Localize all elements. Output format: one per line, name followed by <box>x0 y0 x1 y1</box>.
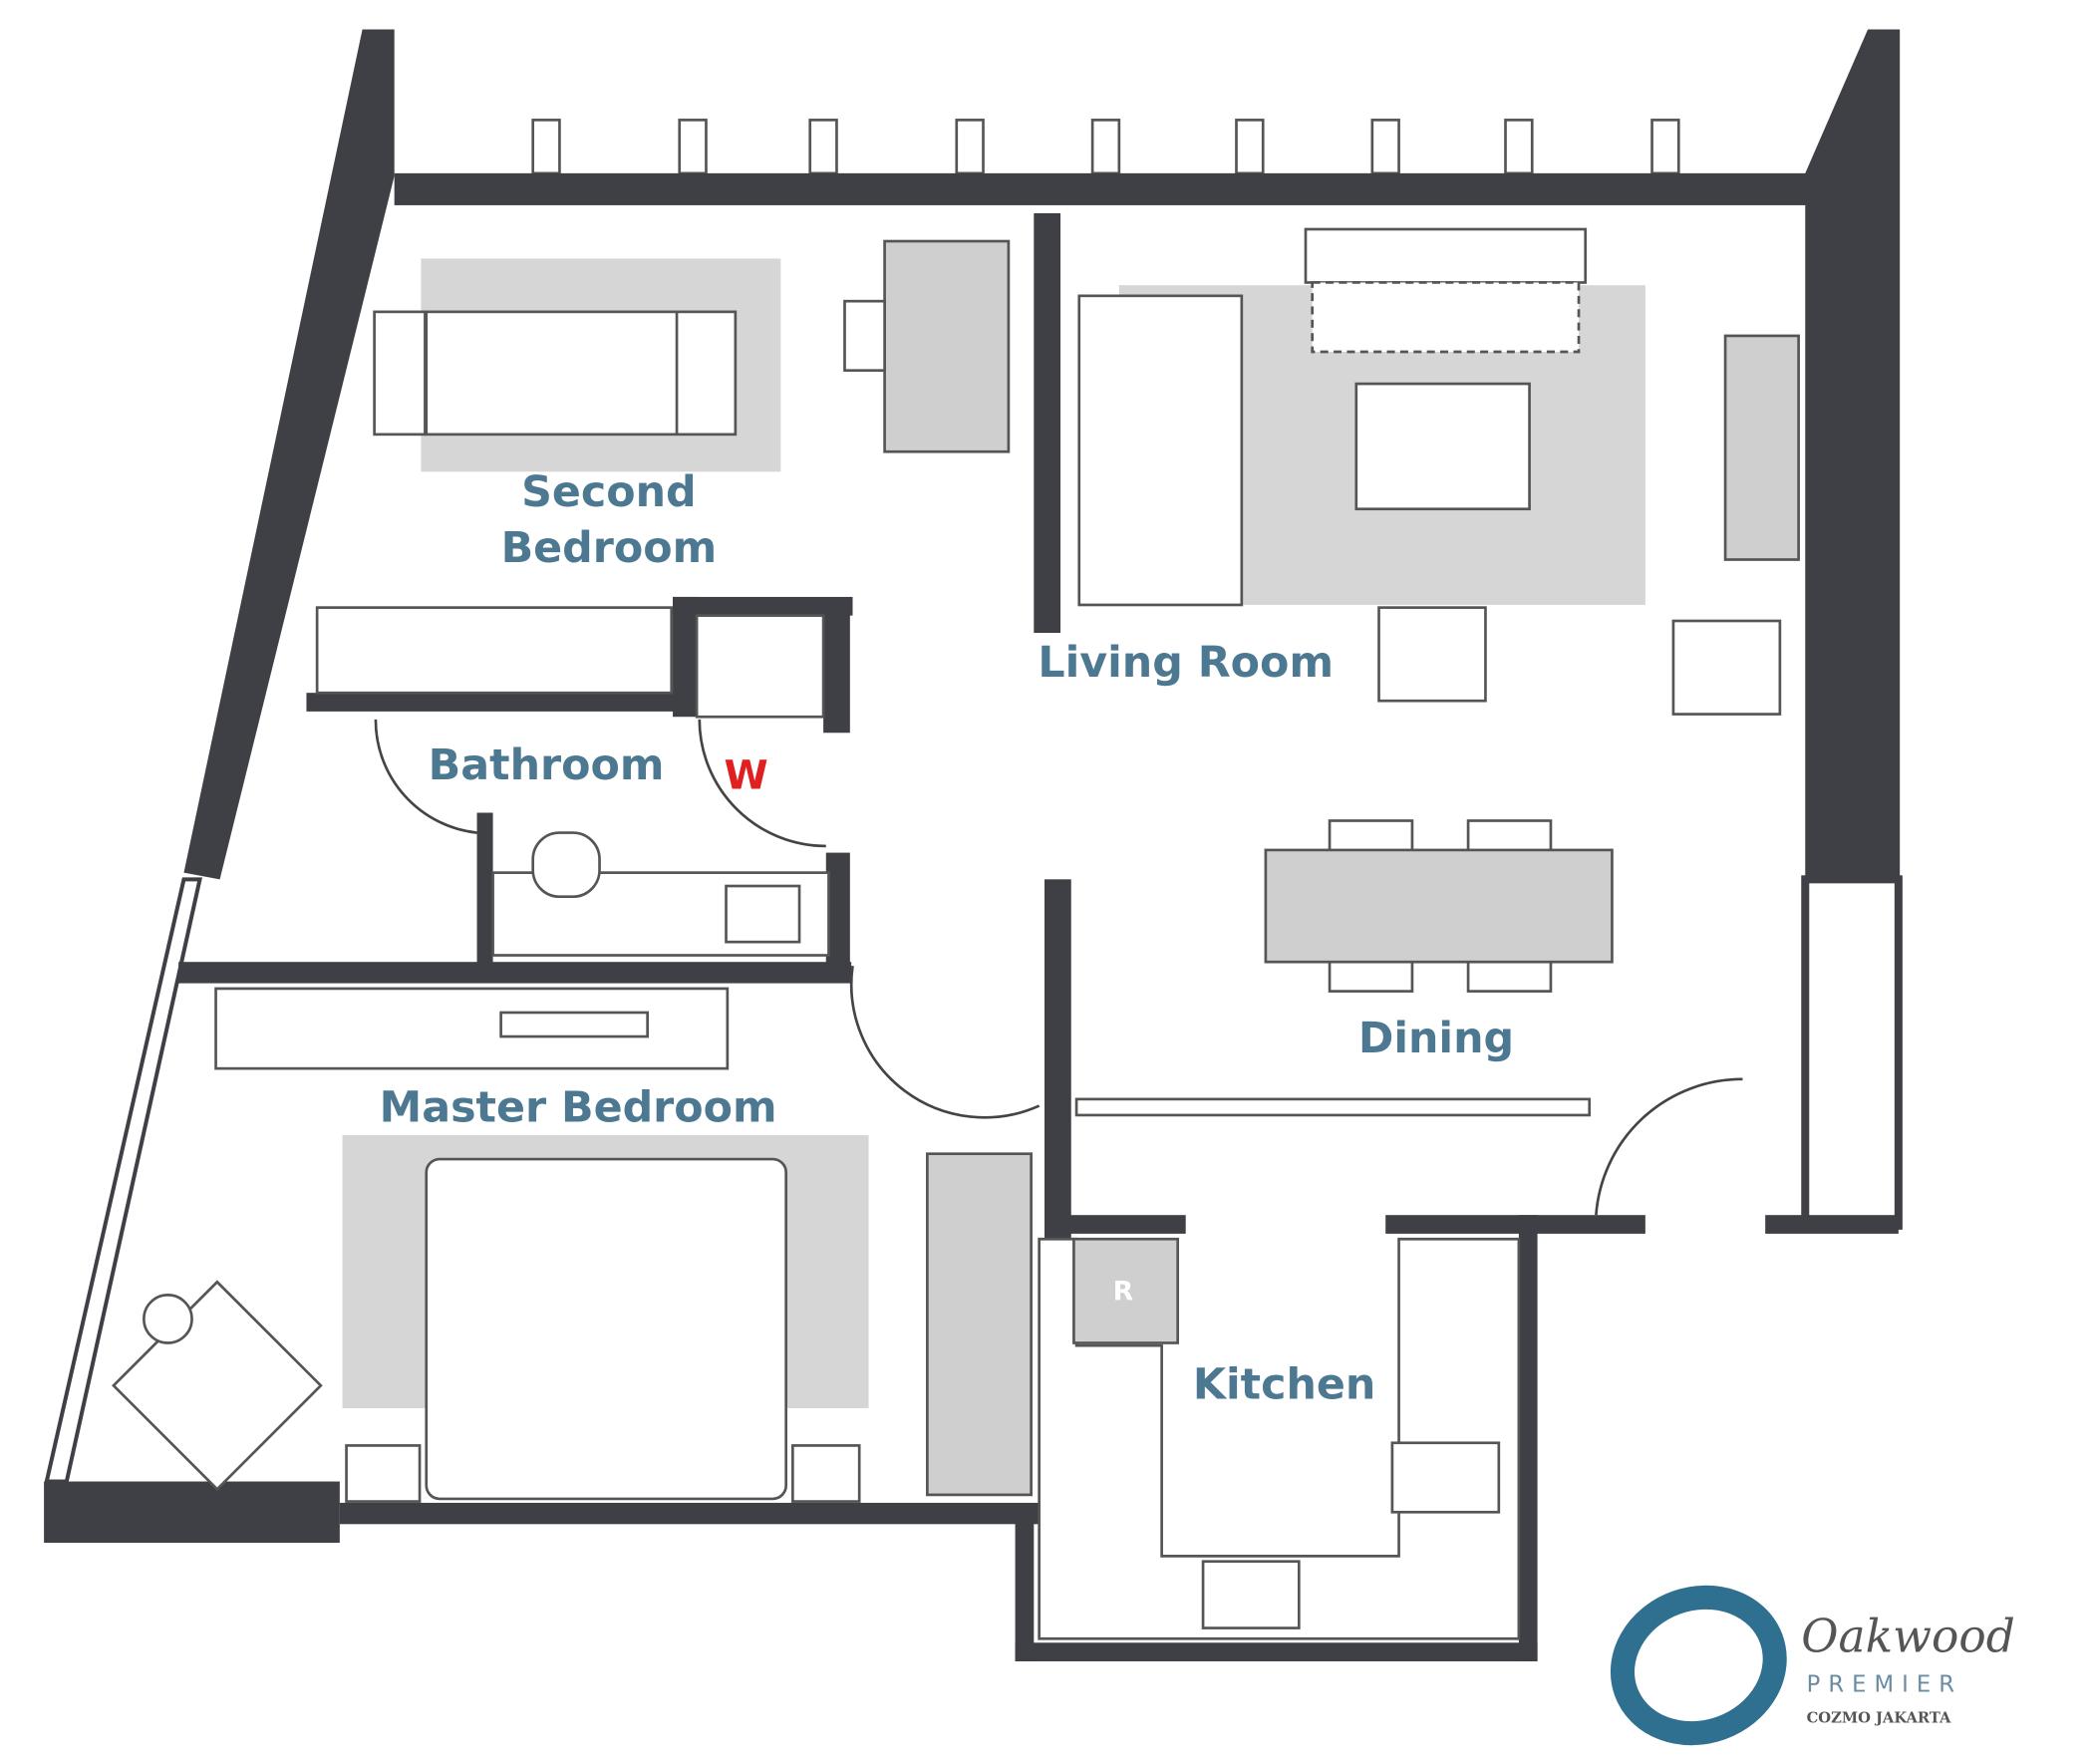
walls <box>44 29 1903 1661</box>
oakwood-logo: Oakwood PREMIER COZMO JAKARTA <box>1610 1585 2015 1746</box>
label-master-bedroom: Master Bedroom <box>380 1083 777 1133</box>
dining-table <box>1264 819 1614 993</box>
living-room-furniture <box>1077 227 1800 716</box>
logo-o-icon <box>1610 1585 1787 1746</box>
logo-brand: Oakwood <box>1801 1611 2015 1663</box>
logo-tier: PREMIER <box>1807 1672 1962 1698</box>
second-bedroom-furniture <box>315 239 1011 695</box>
label-living-room: Living Room <box>1038 638 1334 688</box>
label-wardrobe: W <box>724 752 767 798</box>
label-second-bedroom: Second <box>521 467 697 517</box>
master-bedroom-furniture <box>112 966 1041 1503</box>
label-dining: Dining <box>1358 1014 1514 1063</box>
logo-property: COZMO JAKARTA <box>1807 1709 1951 1726</box>
kitchen-fixtures <box>1038 1077 1743 1640</box>
label-refrigerator: R <box>1113 1277 1134 1308</box>
bathroom-fixtures <box>374 614 830 957</box>
label-bathroom: Bathroom <box>429 740 665 790</box>
label-second-bedroom-2: Bedroom <box>501 523 718 573</box>
window-mullions <box>531 119 1680 175</box>
label-kitchen: Kitchen <box>1193 1360 1376 1410</box>
